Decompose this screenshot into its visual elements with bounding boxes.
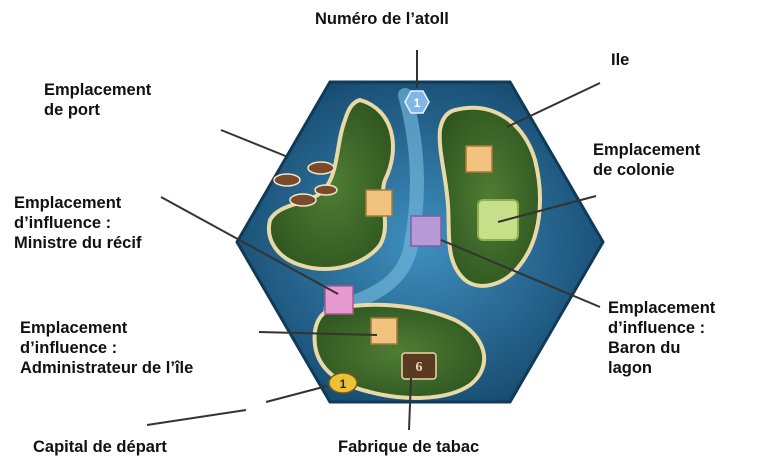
label-lagoon-baron-line-1: Emplacement	[608, 299, 716, 317]
port-ships	[273, 161, 338, 207]
atoll-number-badge	[404, 90, 430, 114]
atoll-number-badge-text: 1	[414, 96, 421, 110]
line-reef-minister	[160, 196, 339, 295]
label-island-administrator-line-2: d’influence :	[20, 339, 118, 357]
bottom-island	[312, 302, 487, 400]
line-capital-2	[265, 385, 328, 403]
line-island	[506, 82, 601, 128]
label-port-line-2: de port	[44, 101, 100, 119]
line-island-administrator	[258, 331, 378, 336]
label-island: Ile	[611, 51, 630, 69]
factory-badge-text: 6	[416, 360, 423, 375]
colony-field	[477, 199, 519, 241]
label-starting-capital: Capital de départ	[33, 438, 167, 456]
label-reef-minister: Emplacement d’influence : Ministre du ré…	[14, 193, 141, 253]
label-lagoon-baron-line-2: d’influence :	[608, 319, 706, 337]
label-tobacco-factory: Fabrique de tabac	[338, 438, 480, 456]
label-lagoon-baron: Emplacement d’influence : Baron du lagon	[608, 298, 715, 378]
label-colony-line-1: Emplacement	[593, 141, 701, 159]
label-island-administrator-line-1: Emplacement	[20, 319, 128, 337]
line-colony	[497, 195, 597, 223]
tobacco-factory	[401, 352, 437, 380]
label-port-line-1: Emplacement	[44, 81, 152, 99]
right-island	[437, 105, 542, 288]
label-reef-minister-line-1: Emplacement	[14, 194, 122, 212]
capital-coin	[328, 372, 358, 394]
label-reef-minister-line-2: d’influence :	[14, 214, 112, 232]
line-capital	[146, 409, 247, 426]
left-island	[266, 97, 395, 271]
label-island-administrator: Emplacement d’influence : Administrateur…	[20, 318, 193, 378]
leader-lines	[146, 50, 601, 431]
label-lagoon-baron-line-3: Baron du	[608, 339, 681, 357]
line-port	[220, 129, 289, 158]
line-lagoon-baron	[440, 239, 601, 308]
label-reef-minister-line-3: Ministre du récif	[14, 234, 142, 252]
label-port: Emplacement de port	[44, 80, 151, 120]
label-lagoon-baron-line-4: lagon	[608, 359, 652, 377]
slot-north-right	[465, 145, 493, 173]
capital-coin-text: 1	[340, 377, 347, 391]
influence-lagoon-baron-slot	[410, 215, 442, 247]
label-colony: Emplacement de colonie	[593, 140, 700, 180]
line-factory	[408, 377, 412, 431]
label-colony-line-2: de colonie	[593, 161, 675, 179]
slot-bottom	[370, 317, 398, 345]
label-island-administrator-line-3: Administrateur de l’île	[20, 359, 194, 377]
label-atoll-number: Numéro de l’atoll	[315, 10, 449, 28]
lagoon-channel	[323, 88, 424, 317]
slot-left-center	[365, 189, 393, 217]
influence-reef-minister-slot	[324, 285, 354, 315]
